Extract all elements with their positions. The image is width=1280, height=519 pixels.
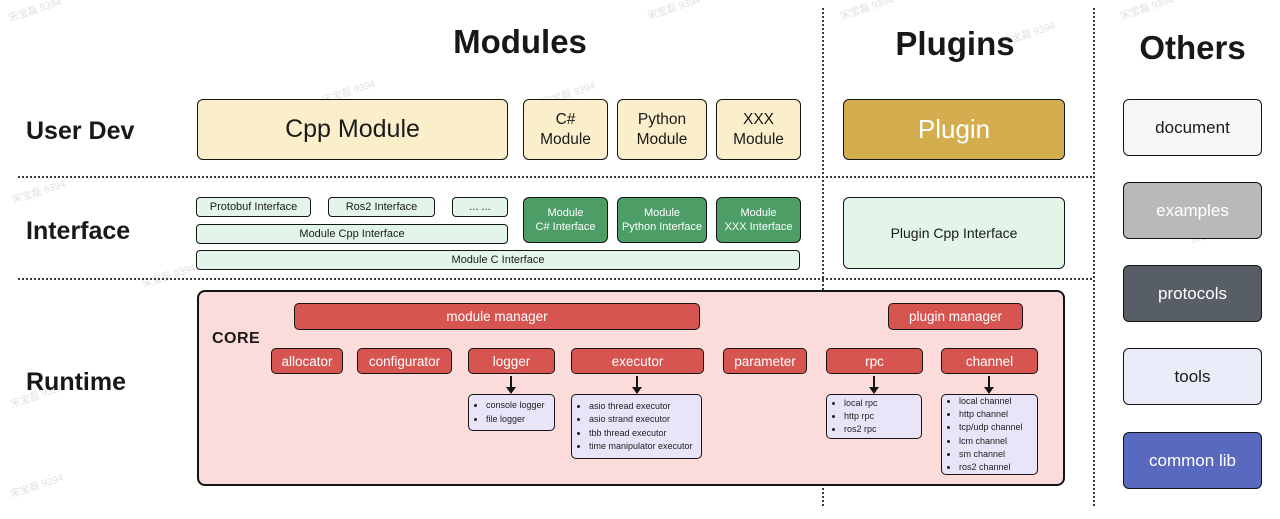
divider-vertical-plugins-others: [1093, 8, 1095, 506]
others-protocols-box: protocols: [1123, 265, 1262, 322]
others-document-box: document: [1123, 99, 1262, 156]
watermark: 宋宝磊 9394: [141, 262, 197, 291]
list-item: http rpc: [844, 410, 878, 423]
list-item: tcp/udp channel: [959, 421, 1023, 434]
divider-vertical-modules-plugins: [822, 8, 824, 506]
divider-horizontal-interface-runtime: [18, 278, 1092, 280]
channel-options-list: local channel http channel tcp/udp chann…: [941, 394, 1038, 475]
title-plugins: Plugins: [895, 25, 1015, 62]
label-line2: XXX Interface: [724, 221, 793, 233]
list-item: time manipulator executor: [589, 440, 693, 453]
rpc-options-list: local rpc http rpc ros2 rpc: [826, 394, 922, 439]
watermark: 宋宝磊 9394: [839, 0, 895, 23]
label-line2: Python Interface: [621, 221, 703, 233]
module-manager-box: module manager: [294, 303, 700, 330]
xxx-module-box: XXX Module: [716, 99, 801, 160]
label-line1: Module: [547, 206, 584, 219]
watermark: 宋宝磊 9394: [7, 0, 63, 25]
allocator-box: allocator: [271, 348, 343, 374]
title-others: Others: [1139, 29, 1246, 66]
ellipsis-interface-box: ... ...: [452, 197, 508, 217]
module-c-interface-box: Module C Interface: [196, 250, 800, 270]
rpc-box: rpc: [826, 348, 923, 374]
logger-options-list: console logger file logger: [468, 394, 555, 431]
plugin-box: Plugin: [843, 99, 1065, 160]
module-xxx-interface-box: Module XXX Interface: [716, 197, 801, 243]
protobuf-interface-box: Protobuf Interface: [196, 197, 311, 217]
module-csharp-interface-box: Module C# Interface: [523, 197, 608, 243]
list-item: asio strand executor: [589, 413, 693, 426]
cpp-module-box: Cpp Module: [197, 99, 508, 160]
list-item: local channel: [959, 395, 1023, 408]
list-item: http channel: [959, 408, 1023, 421]
others-common-lib-box: common lib: [1123, 432, 1262, 489]
others-tools-box: tools: [1123, 348, 1262, 405]
module-python-interface-box: Module Python Interface: [617, 197, 707, 243]
watermark: 宋宝磊 9394: [646, 0, 702, 23]
executor-box: executor: [571, 348, 704, 374]
list-item: local rpc: [844, 397, 878, 410]
list-item: ros2 channel: [959, 461, 1023, 474]
module-cpp-interface-box: Module Cpp Interface: [196, 224, 508, 244]
list-item: tbb thread executor: [589, 427, 693, 440]
parameter-box: parameter: [723, 348, 807, 374]
channel-box: channel: [941, 348, 1038, 374]
channel-arrow: [984, 376, 994, 394]
logger-box: logger: [468, 348, 555, 374]
core-label: CORE: [212, 330, 261, 347]
executor-arrow: [632, 376, 642, 394]
list-item: console logger: [486, 399, 545, 412]
logger-arrow: [506, 376, 516, 394]
plugin-cpp-interface-box: Plugin Cpp Interface: [843, 197, 1065, 269]
list-item: asio thread executor: [589, 400, 693, 413]
list-item: lcm channel: [959, 435, 1023, 448]
row-label-interface: Interface: [26, 217, 131, 245]
python-module-box: Python Module: [617, 99, 707, 160]
list-item: ros2 rpc: [844, 423, 878, 436]
plugin-manager-box: plugin manager: [888, 303, 1023, 330]
ros2-interface-box: Ros2 Interface: [328, 197, 435, 217]
watermark: 宋宝磊 9394: [1119, 0, 1175, 23]
row-label-user-dev: User Dev: [26, 117, 135, 145]
executor-options-list: asio thread executor asio strand executo…: [571, 394, 702, 459]
watermark: 宋宝磊 9394: [11, 178, 67, 207]
list-item: sm channel: [959, 448, 1023, 461]
list-item: file logger: [486, 413, 545, 426]
label-line1: Module: [740, 206, 777, 219]
configurator-box: configurator: [357, 348, 452, 374]
label-line1: Module: [643, 206, 681, 219]
row-label-runtime: Runtime: [26, 368, 126, 396]
others-examples-box: examples: [1123, 182, 1262, 239]
divider-horizontal-userdev-interface: [18, 176, 1092, 178]
label-line2: C# Interface: [535, 221, 596, 233]
watermark: 宋宝磊 9394: [9, 472, 65, 501]
csharp-module-box: C# Module: [523, 99, 608, 160]
title-modules: Modules: [453, 23, 587, 60]
rpc-arrow: [869, 376, 879, 394]
